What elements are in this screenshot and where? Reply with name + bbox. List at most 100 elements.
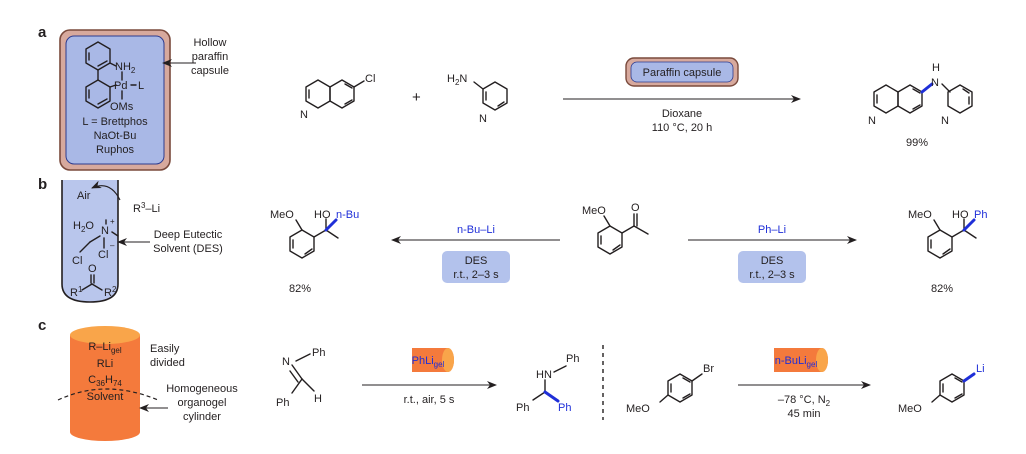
division-line — [57, 388, 159, 401]
gel-top-label: R–Li — [88, 341, 111, 353]
quinoline-n-label: N — [300, 109, 308, 121]
r3-li-label: –Li — [145, 203, 160, 215]
yield-a: 99% — [906, 137, 928, 149]
oms-label: OMs — [110, 101, 134, 113]
svg-text:R3–Li: R3–Li — [133, 201, 160, 215]
chloride-2: Cl — [98, 249, 108, 261]
product-nh-n: N — [931, 77, 939, 89]
ketone-o: O — [88, 263, 97, 275]
amine-hn: HN — [536, 369, 552, 381]
capsule-label-line-2: paraffin — [192, 51, 229, 63]
right-condition-box — [738, 251, 806, 283]
r3-superscript: 3 — [141, 201, 146, 210]
side-bottom-line-2: organogel — [178, 397, 227, 409]
yield-b-left: 82% — [289, 283, 311, 295]
ketone-o-center: O — [631, 202, 640, 214]
organogel-cylinder — [70, 335, 140, 441]
r3-label: R — [133, 203, 141, 215]
product-nh-h: H — [932, 62, 940, 74]
phli-gel-badge — [442, 348, 454, 372]
des-label-line-1: Deep Eutectic — [154, 229, 223, 241]
water-h: H — [73, 220, 81, 232]
imine-ph-bottom: Ph — [276, 397, 289, 409]
svg-text:H2O: H2O — [73, 220, 94, 234]
solvent-label: Dioxane — [662, 108, 702, 120]
gel-line-c: C — [88, 374, 96, 386]
amine-h: H — [447, 73, 455, 85]
nh2-subscript: 2 — [131, 66, 136, 75]
methoxyacetophenone-structure — [597, 213, 649, 255]
side-bottom-line-1: Homogeneous — [166, 383, 238, 395]
r1-sup: 1 — [78, 285, 83, 294]
amine-ph-right: Ph — [558, 402, 571, 414]
r2-label: R — [104, 287, 112, 299]
left-box-cond: r.t., 2–3 s — [453, 269, 499, 281]
svg-text:R2: R2 — [104, 285, 117, 299]
reagent-box-label: Paraffin capsule — [643, 67, 722, 79]
panel-a-letter: a — [38, 24, 47, 41]
cond-c-1: r.t., air, 5 s — [404, 394, 455, 406]
nbu-label: n-Bu — [336, 209, 359, 221]
svg-text:PhLigel: PhLigel — [412, 355, 445, 369]
right-box-title: DES — [761, 255, 784, 267]
panel-b-letter: b — [38, 176, 47, 193]
product-pyrimidine-n1: N — [941, 115, 949, 127]
amine-n: N — [459, 73, 467, 85]
svg-text:n-BuLigel: n-BuLigel — [775, 355, 818, 369]
capsule-label-line-3: capsule — [191, 65, 229, 77]
product-quinoline-n: N — [868, 115, 876, 127]
ligand-line-3: Ruphos — [96, 144, 134, 156]
meo-left: MeO — [270, 209, 294, 221]
nh2-label: NH — [115, 61, 131, 73]
product-b-left-structure — [289, 218, 339, 259]
panel-a: a NH2 Pd L OMs L = Brettphos NaOt-Bu Rup… — [38, 24, 973, 171]
side-top-line-2: divided — [150, 357, 185, 369]
pd-catalyst-structure — [85, 41, 123, 109]
des-tube — [61, 180, 119, 303]
chloro-label: Cl — [365, 73, 375, 85]
cond-c-2a: –78 °C, N — [778, 394, 826, 406]
pd-ligand-label: L — [138, 80, 144, 92]
amine-ph-top: Ph — [566, 353, 579, 365]
cond-c-2b: 45 min — [787, 408, 820, 420]
ho-left: HO — [314, 209, 331, 221]
left-reagent-label: n-Bu–Li — [457, 224, 495, 236]
r3li-addition-arrow — [91, 180, 121, 201]
product-a-structure — [873, 82, 973, 114]
chloroquinoline-structure — [305, 79, 365, 109]
meo-bromo: MeO — [626, 403, 650, 415]
yield-b-right: 82% — [931, 283, 953, 295]
bromo-label: Br — [703, 363, 714, 375]
product-b-right-structure — [927, 218, 977, 259]
svg-text:H2N: H2N — [447, 73, 467, 87]
chloride-minus: – — [110, 241, 115, 250]
gel-c36: 36 — [96, 379, 105, 388]
plus-sign: + — [412, 89, 421, 106]
gel-line-rli: RLi — [97, 358, 114, 370]
pyrimidine-n-label: N — [479, 113, 487, 125]
water-sub: 2 — [81, 225, 86, 234]
chloride-1: Cl — [72, 255, 82, 267]
amine-product-structure — [532, 365, 567, 403]
conditions-label: 110 °C, 20 h — [652, 122, 712, 134]
amine-h-subscript: 2 — [455, 78, 460, 87]
svg-text:R–Ligel: R–Ligel — [88, 341, 122, 355]
imine-structure — [289, 353, 315, 394]
bromoanisole-structure — [659, 373, 703, 403]
ph-label-b: Ph — [974, 209, 987, 221]
ammonium-n: N — [101, 225, 109, 237]
organogel-top — [70, 326, 140, 344]
side-top-line-1: Easily — [150, 343, 180, 355]
ho-right: HO — [952, 209, 969, 221]
pd-label: Pd — [114, 80, 127, 92]
des-label-line-2: Solvent (DES) — [153, 243, 223, 255]
capsule-label-line-1: Hollow — [193, 37, 226, 49]
ammonium-plus: + — [110, 217, 115, 226]
ligand-line-1: L = Brettphos — [82, 116, 148, 128]
right-box-cond: r.t., 2–3 s — [749, 269, 795, 281]
svg-text:C36H74: C36H74 — [88, 374, 122, 388]
reagent-nbuli: n-BuLi — [775, 355, 807, 367]
reagent-phli-sub: gel — [434, 360, 445, 369]
svg-text:NH2: NH2 — [115, 61, 136, 75]
